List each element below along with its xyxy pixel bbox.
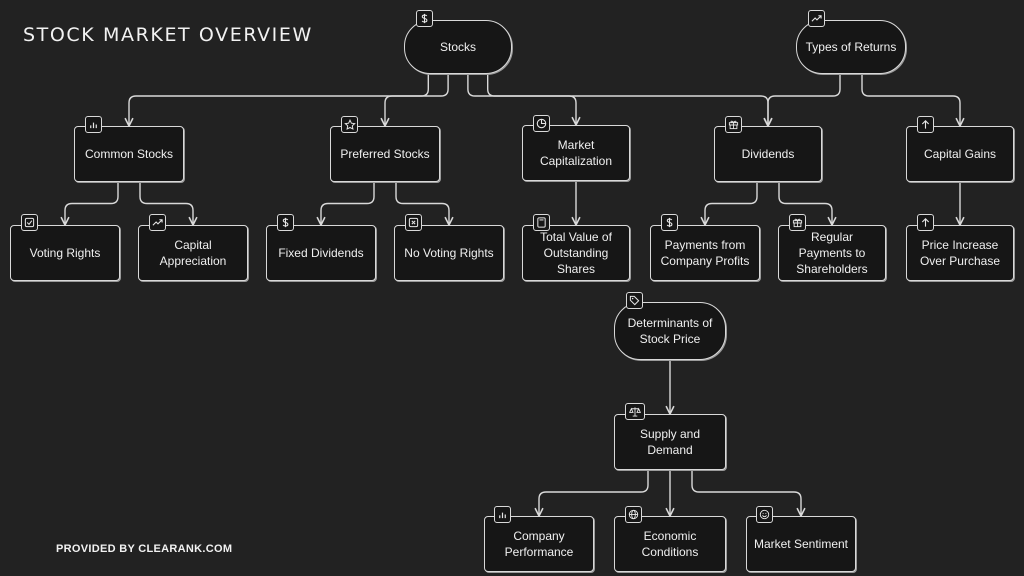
node-supply-and-demand[interactable]: Supply and Demand	[614, 414, 726, 470]
node-label: Supply and Demand	[639, 427, 701, 457]
connector-supply_demand-to-company_performance	[539, 470, 649, 516]
x-square-icon	[405, 214, 422, 231]
connector-preferred_stocks-to-no_voting_rights	[395, 182, 449, 225]
node-regular-payments-to-shareholders[interactable]: Regular Payments to Shareholders	[778, 225, 886, 281]
node-market-capitalization[interactable]: Market Capitalization	[522, 125, 630, 181]
connector-stocks-to-dividends	[487, 74, 768, 126]
dollar-icon	[661, 214, 678, 231]
tag-icon	[626, 292, 643, 309]
connector-stocks-to-market_cap	[467, 74, 576, 125]
bar-chart-icon	[85, 116, 102, 133]
node-label: Types of Returns	[805, 40, 897, 54]
node-label: Determinants of Stock Price	[627, 316, 713, 346]
connector-types_of_returns-to-dividends	[768, 74, 841, 126]
node-label: Market Sentiment	[753, 537, 849, 551]
node-label: Market Capitalization	[539, 138, 613, 168]
node-common-stocks[interactable]: Common Stocks	[74, 126, 184, 182]
node-stocks[interactable]: Stocks	[404, 20, 512, 74]
bar-chart-icon	[494, 506, 511, 523]
connector-dividends-to-payments_profits	[705, 182, 758, 225]
node-voting-rights[interactable]: Voting Rights	[10, 225, 120, 281]
connector-stocks-to-preferred_stocks	[385, 74, 449, 126]
node-preferred-stocks[interactable]: Preferred Stocks	[330, 126, 440, 182]
arrow-up-icon	[917, 116, 934, 133]
node-economic-conditions[interactable]: Economic Conditions	[614, 516, 726, 572]
node-label: Capital Gains	[923, 147, 997, 161]
connector-preferred_stocks-to-fixed_dividends	[321, 182, 375, 225]
node-label: Preferred Stocks	[340, 147, 430, 161]
node-payments-from-company-profits[interactable]: Payments from Company Profits	[650, 225, 760, 281]
trending-up-icon	[808, 10, 825, 27]
dollar-icon	[277, 214, 294, 231]
globe-icon	[625, 506, 642, 523]
connector-types_of_returns-to-capital_gains	[861, 74, 960, 126]
node-label: Payments from Company Profits	[660, 238, 750, 268]
connector-stocks-to-common_stocks	[129, 74, 429, 126]
node-determinants-of-stock-price[interactable]: Determinants of Stock Price	[614, 302, 726, 360]
smile-icon	[756, 506, 773, 523]
footer-credit: PROVIDED BY CLEARANK.COM	[56, 543, 233, 555]
node-label: Regular Payments to Shareholders	[796, 230, 868, 276]
dollar-icon	[416, 10, 433, 27]
pie-chart-icon	[533, 115, 550, 132]
page-title: STOCK MARKET OVERVIEW	[23, 24, 313, 46]
connector-common_stocks-to-capital_appreciation	[139, 182, 193, 225]
connector-dividends-to-regular_payments	[778, 182, 832, 225]
gift-icon	[725, 116, 742, 133]
node-label: Company Performance	[504, 529, 574, 559]
node-label: Price Increase Over Purchase	[919, 238, 1001, 268]
node-capital-gains[interactable]: Capital Gains	[906, 126, 1014, 182]
connector-common_stocks-to-voting_rights	[65, 182, 119, 225]
node-capital-appreciation[interactable]: Capital Appreciation	[138, 225, 248, 281]
node-label: No Voting Rights	[404, 246, 494, 260]
node-label: Economic Conditions	[641, 529, 699, 559]
node-label: Common Stocks	[84, 147, 174, 161]
node-company-performance[interactable]: Company Performance	[484, 516, 594, 572]
node-label: Capital Appreciation	[159, 238, 227, 268]
node-fixed-dividends[interactable]: Fixed Dividends	[266, 225, 376, 281]
connector-supply_demand-to-market_sentiment	[691, 470, 801, 516]
node-label: Fixed Dividends	[278, 246, 364, 260]
star-icon	[341, 116, 358, 133]
node-label: Total Value of Outstanding Shares	[540, 230, 612, 276]
node-label: Stocks	[439, 40, 476, 54]
node-price-increase-over-purchase[interactable]: Price Increase Over Purchase	[906, 225, 1014, 281]
scale-icon	[625, 403, 645, 420]
node-no-voting-rights[interactable]: No Voting Rights	[394, 225, 504, 281]
check-square-icon	[21, 214, 38, 231]
node-market-sentiment[interactable]: Market Sentiment	[746, 516, 856, 572]
calculator-icon	[533, 214, 550, 231]
node-types-of-returns[interactable]: Types of Returns	[796, 20, 906, 74]
trending-up-icon	[149, 214, 166, 231]
node-dividends[interactable]: Dividends	[714, 126, 822, 182]
node-label: Dividends	[741, 147, 795, 161]
node-label: Voting Rights	[29, 246, 101, 260]
gift-icon	[789, 214, 806, 231]
arrow-up-icon	[917, 214, 934, 231]
node-total-value-of-outstanding-shares[interactable]: Total Value of Outstanding Shares	[522, 225, 630, 281]
